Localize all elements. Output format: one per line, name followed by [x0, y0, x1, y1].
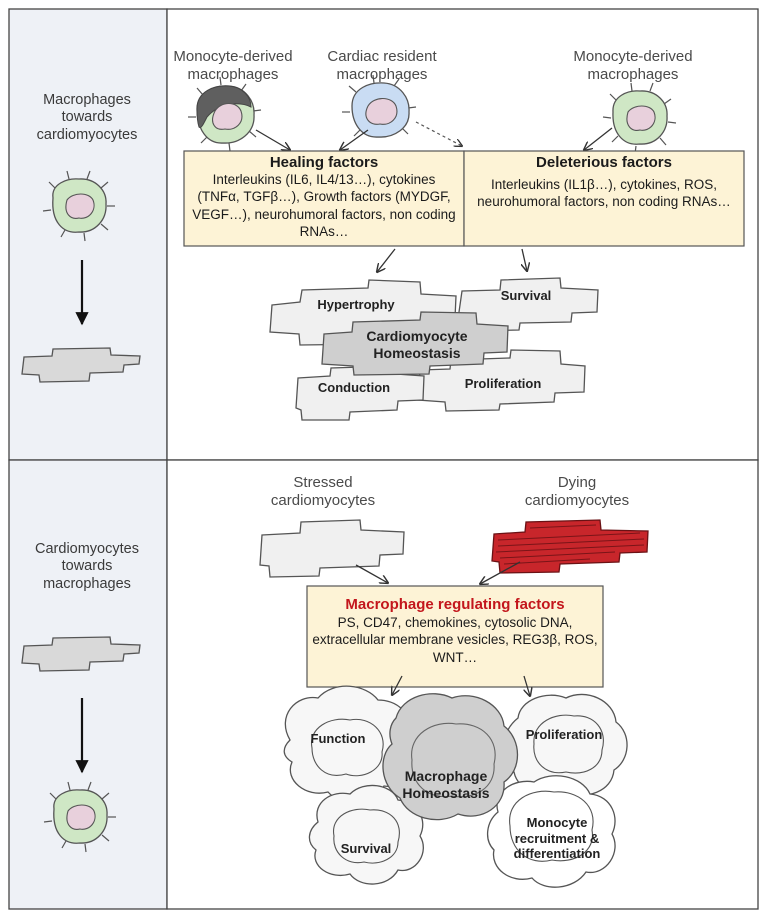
macrophage-survival-cell — [308, 784, 424, 885]
macrophage-regulating-factors-title: Macrophage regulating factors — [345, 596, 565, 613]
cardiomyocyte-homeostasis-cell — [321, 311, 509, 376]
healing-factors-box — [183, 150, 465, 247]
healing-factors-title: Healing factors — [269, 154, 379, 171]
survival-label-top: Survival — [500, 288, 552, 303]
cardiac-resident-macrophage-icon — [342, 74, 417, 138]
stressed-cardiomyocytes-label: Stressed cardiomyocytes — [270, 474, 376, 509]
proliferation-label-bottom: Proliferation — [525, 727, 603, 742]
arrow-stressed-to-regulating — [355, 564, 388, 583]
arrow-regulating-to-function — [392, 675, 403, 695]
macrophage-regulating-factors-body: PS, CD47, chemokines, cytosolic DNA, ext… — [312, 615, 598, 665]
macrophage-homeostasis-label: Macrophage Homeostasis — [402, 768, 490, 801]
deleterious-factors-body: Interleukins (IL1β…), cytokines, ROS, ne… — [477, 177, 731, 210]
deleterious-factors-title: Deleterious factors — [536, 154, 672, 171]
arrow-resident-to-healing — [340, 129, 369, 150]
macrophage-homeostasis-cell — [382, 693, 518, 821]
monocyte-macrophage-right-icon — [602, 82, 677, 155]
monocyte-recruitment-label: Monocyte recruitment & differentiation — [513, 815, 601, 862]
cardiomyocyte-conduction-cell — [295, 365, 425, 421]
arrow-deleterious-to-cells — [522, 248, 527, 271]
arrow-monocyte-to-healing — [255, 129, 290, 150]
cardiac-resident-label: Cardiac resident macrophages — [327, 48, 437, 83]
left-panel-top — [8, 8, 168, 461]
arrow-monocyte-to-deleterious — [584, 127, 613, 150]
arrow-regulating-to-proliferation — [524, 675, 530, 696]
survival-label-bottom: Survival — [340, 841, 392, 856]
monocyte-recruitment-cell — [487, 775, 616, 888]
deleterious-factors-box — [463, 150, 745, 247]
top-left-panel-label: Macrophages towards cardiomyocytes — [36, 92, 138, 143]
bottom-left-panel-label: Cardiomyocytes towards macrophages — [35, 541, 139, 592]
stressed-cardiomyocyte-icon — [259, 519, 405, 578]
monocyte-derived-right-label: Monocyte-derived macrophages — [573, 48, 693, 83]
macrophage-regulating-factors-box — [306, 585, 604, 688]
arrow-healing-to-cells — [377, 248, 396, 272]
left-top-cardiomyocyte-icon — [21, 347, 141, 383]
left-bottom-cardiomyocyte-icon — [21, 636, 141, 672]
left-top-macrophage-icon — [42, 170, 115, 242]
conduction-label: Conduction — [317, 380, 391, 395]
function-label: Function — [310, 731, 366, 746]
dying-cardiomyocyte-icon — [491, 519, 649, 574]
monocyte-macrophage-dark-icon — [188, 76, 262, 152]
cardiomyocyte-homeostasis-label: Cardiomyocyte Homeostasis — [366, 328, 468, 361]
monocyte-derived-left-label: Monocyte-derived macrophages — [173, 48, 293, 83]
arrow-dying-to-regulating — [480, 561, 521, 584]
hypertrophy-label: Hypertrophy — [317, 297, 395, 312]
arrow-resident-to-deleterious — [415, 121, 462, 146]
dying-cardiomyocytes-label: Dying cardiomyocytes — [524, 474, 630, 509]
healing-factors-body: Interleukins (IL6, IL4/13…), cytokines (… — [192, 172, 456, 239]
left-bottom-macrophage-icon — [43, 781, 116, 853]
proliferation-label-top: Proliferation — [464, 376, 542, 391]
